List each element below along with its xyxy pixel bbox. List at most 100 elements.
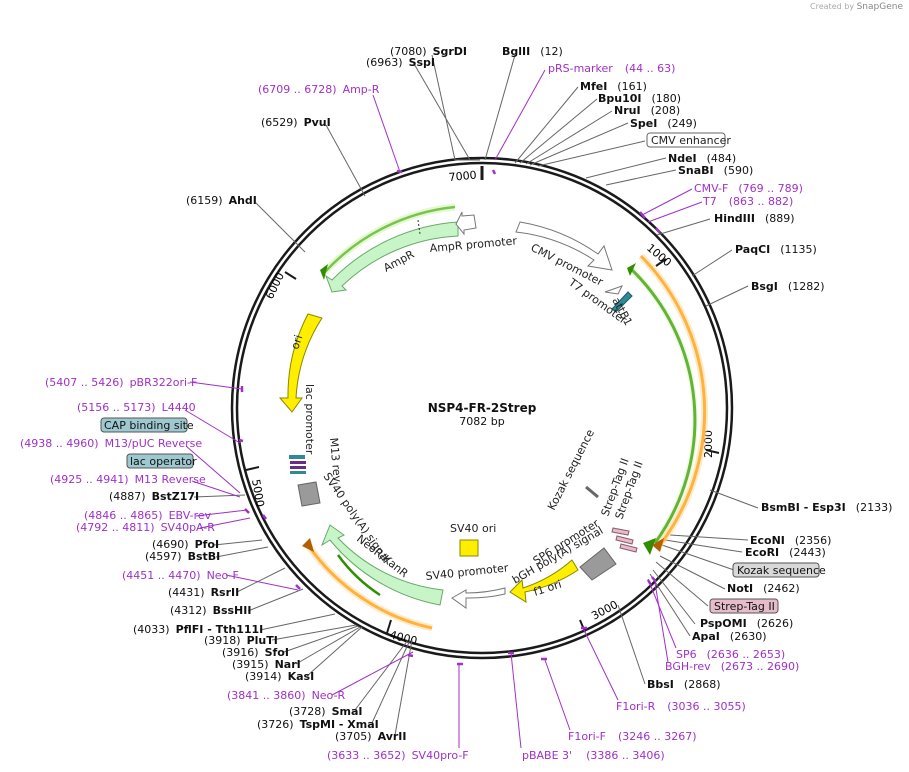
mark-sp6 — [651, 576, 657, 583]
tick-1000-mark — [655, 258, 667, 267]
enzyme-tspmi: (3726)TspMI - XmaI — [257, 718, 379, 731]
attb1-feature — [611, 291, 633, 313]
mark-ebv — [244, 508, 250, 514]
tick-6000: 6000 — [263, 270, 287, 301]
enzyme-pspomi: PspOMI(2626) — [700, 617, 793, 630]
leader-bsmbi — [709, 489, 759, 509]
leader-spei — [529, 122, 629, 166]
lac-operator-label: lac operator — [130, 455, 197, 468]
enzyme-ahdi: (6159)AhdI — [186, 194, 257, 207]
leader-pbabe3 — [510, 652, 522, 749]
primer-neo-r: (3841 .. 3860)Neo-R — [227, 689, 345, 702]
kozak-mark — [585, 485, 599, 499]
primer-prs-marker: pRS-marker(44 .. 63) — [548, 62, 675, 75]
leader-sgrdi — [431, 54, 480, 161]
enzyme-bsgi: BsgI(1282) — [751, 280, 824, 293]
snapgene-credit: Created by SnapGene — [810, 2, 903, 12]
cap-binding-mark — [289, 455, 305, 459]
enzyme-sfoi: (3916)SfoI — [222, 646, 289, 659]
leader-cmv-f — [641, 188, 693, 216]
enzyme-bstbi: (4597)BstBI — [145, 550, 220, 563]
mark-sv40par — [262, 514, 267, 520]
enzyme-noti: NotI(2462) — [727, 582, 800, 595]
lac-operator-mark — [290, 471, 306, 474]
tick-5000: 5000 — [249, 478, 267, 508]
enzyme-smai: (3728)SmaI — [289, 705, 362, 718]
enzyme-mfei: MfeI(161) — [580, 80, 647, 93]
leader-hindiii — [656, 218, 711, 236]
primer-marks — [238, 169, 661, 666]
boxed-cmv-enhancer: CMV enhancer — [646, 132, 731, 148]
label-sv40-promoter: SV40 promoter — [425, 561, 509, 583]
mark-cmvf — [639, 211, 646, 219]
sv40-promoter-arrow — [451, 587, 506, 609]
boxed-kozak: Kozak sequence — [732, 562, 826, 578]
mark-prs — [491, 169, 497, 175]
credit-app: SnapGene — [856, 2, 903, 12]
backbone-inner — [235, 161, 729, 655]
enzyme-nari: (3915)NarI — [232, 658, 301, 671]
backbone-outer — [230, 156, 734, 660]
tick-2000-mark — [705, 449, 720, 454]
primer-amp-r: (6709 .. 6728)Amp-R — [258, 83, 380, 96]
leader-smai — [354, 639, 409, 711]
leader-m13-puc — [185, 445, 241, 494]
leader-tspmi — [371, 639, 411, 724]
mark-ampr — [396, 169, 403, 174]
leader-ebv-rev — [195, 509, 248, 517]
ampr-orf-halo — [322, 203, 456, 275]
streptag-3 — [619, 543, 638, 553]
m13-mark-2 — [290, 466, 306, 469]
leader-paqci — [691, 249, 733, 277]
ampr-promoter-arrow — [455, 211, 477, 236]
leader-sv40pa-r — [199, 517, 251, 529]
tick-group — [245, 166, 720, 634]
label-f1-ori: f1 ori — [532, 578, 563, 599]
leader-m13-rev — [191, 480, 241, 498]
mark-bgh — [646, 579, 653, 586]
backbone — [230, 156, 734, 660]
primer-labels: pRS-marker(44 .. 63) (6709 .. 6728)Amp-R… — [20, 62, 803, 762]
enzyme-bsmbi: BsmBI - Esp3I(2133) — [761, 501, 892, 514]
leader-apai — [649, 573, 691, 637]
kozak-label: Kozak sequence — [737, 564, 826, 577]
label-ori: ori — [288, 333, 305, 351]
primer-t7: T7(863 .. 882) — [702, 195, 793, 208]
enzyme-pfoi: (4690)PfoI — [152, 538, 219, 551]
leader-ecori — [664, 539, 743, 553]
enzyme-hindiii: HindIII(889) — [714, 212, 795, 225]
leader-neo-f — [225, 574, 299, 591]
leader-lines — [193, 54, 759, 736]
enzyme-nrui: NruI(208) — [614, 104, 680, 117]
primer-f1ori-r: F1ori-R(3036 .. 3055) — [616, 700, 746, 713]
enzyme-kasi: (3914)KasI — [245, 670, 314, 683]
tick-2000: 2000 — [702, 430, 715, 458]
enzyme-rsrii: (4431)RsrII — [168, 586, 239, 599]
label-m13-rev: M13 rev — [327, 437, 344, 483]
neor-orf-green — [336, 554, 381, 597]
leader-pvui — [325, 124, 366, 197]
enzyme-bpu10i: Bpu10I(180) — [598, 92, 681, 105]
streptag-2 — [615, 535, 634, 545]
enzyme-apai: ApaI(2630) — [692, 630, 766, 643]
leader-noti — [659, 555, 726, 590]
neor-kanr-arrow — [320, 524, 444, 606]
plasmid-name: NSP4-FR-2Strep — [428, 401, 537, 415]
leader-kasi — [306, 626, 363, 677]
streptag-box — [709, 598, 779, 614]
orf-green-tail — [627, 263, 636, 276]
leader-pspomi — [652, 569, 696, 625]
mark-t7 — [655, 227, 661, 234]
enzyme-snabi: SnaBI(590) — [678, 164, 753, 177]
leader-pluti — [271, 624, 357, 641]
primer-leader-lines — [184, 69, 703, 749]
leader-nari — [295, 626, 361, 665]
streptag-1 — [611, 527, 630, 536]
orf-orange-halo — [638, 253, 709, 548]
primer-pbabe3: pBABE 3'(3386 .. 3406) — [522, 749, 665, 762]
sv40-polya-feature — [297, 481, 321, 507]
primer-neo-f: (4451 .. 4470)Neo-F — [122, 569, 239, 582]
leader-rsrii — [236, 567, 286, 593]
primer-sv40pa-r: (4792 .. 4811)SV40pA-R — [76, 521, 215, 534]
enzyme-bglii: BglII(12) — [502, 45, 563, 58]
